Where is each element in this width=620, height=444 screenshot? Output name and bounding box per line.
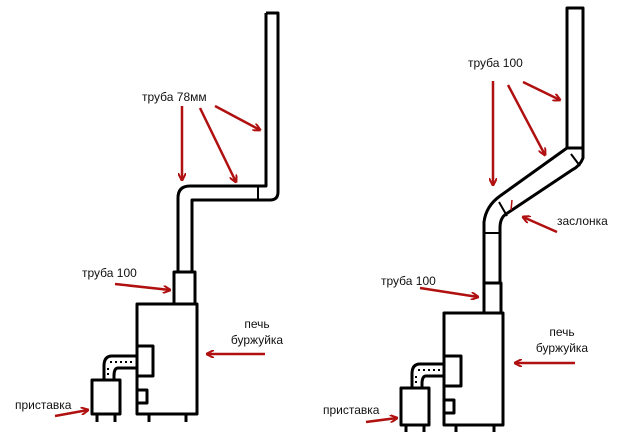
arrow — [522, 80, 560, 100]
left-chimney — [172, 11, 280, 306]
left-stove-label-line2: буржуйка — [230, 333, 284, 347]
right-pipe-top-label: труба 100 — [468, 56, 523, 70]
right-chimney — [482, 6, 585, 315]
right-pipe-bottom-label: труба 100 — [381, 274, 436, 288]
arrow — [523, 217, 558, 234]
arrow — [114, 282, 170, 290]
arrow — [54, 410, 88, 418]
right-attachment-label: приставка — [323, 403, 380, 417]
left-stove-label-line1: печь — [244, 317, 270, 331]
arrows — [54, 80, 575, 424]
left-stove — [135, 302, 199, 422]
right-stove — [442, 311, 505, 432]
arrow — [506, 84, 545, 155]
right-attachment — [399, 362, 444, 432]
left-attachment-label: приставка — [15, 398, 72, 412]
left-pipe-top-label: труба 78мм — [142, 90, 207, 104]
arrow — [198, 107, 236, 182]
arrow — [365, 418, 397, 424]
right-stove-label-line1: печь — [549, 325, 575, 339]
right-damper-label: заслонка — [557, 214, 608, 228]
arrow — [419, 286, 478, 297]
left-attachment — [90, 354, 137, 422]
right-stove-label-line2: буржуйка — [535, 341, 589, 355]
left-pipe-bottom-label: труба 100 — [82, 266, 137, 280]
arrow — [214, 104, 260, 130]
damper-mark — [510, 199, 513, 211]
